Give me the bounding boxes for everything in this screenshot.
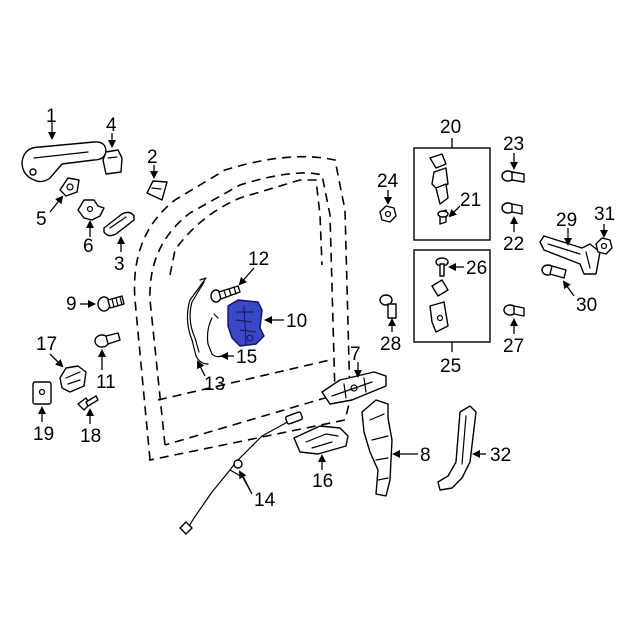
outside-handle-part [21,141,107,183]
bolt-part-23 [501,170,525,183]
check-arm-part-29 [539,235,601,275]
callout-7: 7 [350,344,361,365]
callout-29: 29 [556,210,577,231]
handle-bracket-part [77,199,105,221]
plate-part-19 [32,381,52,405]
callout-18: 18 [80,426,101,447]
callout-21: 21 [460,190,481,211]
inside-handle-part [293,425,349,455]
callout-2: 2 [147,147,158,168]
door-latch-part-highlighted [227,299,265,347]
callout-16: 16 [312,471,333,492]
callout-24: 24 [377,171,399,192]
callout-28: 28 [380,334,401,355]
callout-11: 11 [96,372,116,393]
callout-26: 26 [466,258,487,279]
callout-30: 30 [576,295,597,316]
bolt-part-9 [97,295,125,312]
callout-4: 4 [106,115,117,136]
bolt-part-28 [379,294,397,319]
check-strap-part-32 [437,405,477,491]
callout-23: 23 [503,134,524,155]
callout-8: 8 [420,445,431,466]
hinge-box-20 [413,147,491,241]
callout-3: 3 [114,254,125,275]
callout-25: 25 [440,356,461,377]
rear-gasket-part [103,211,135,237]
callout-6: 6 [83,236,94,257]
door-outline [133,155,351,461]
callout-12: 12 [248,249,269,270]
callout-31: 31 [594,204,615,225]
pin-part-18 [77,395,99,411]
callout-15: 15 [236,347,257,368]
bolt-part-22 [501,202,523,215]
callout-17: 17 [36,334,57,355]
handle-cap-part [102,149,123,175]
hinge-box-25 [413,249,491,343]
screw-part-11 [94,332,121,348]
callout-27: 27 [503,336,524,357]
callout-14: 14 [254,490,276,511]
callout-5: 5 [36,209,47,230]
callout-1: 1 [46,106,57,127]
callout-10: 10 [286,311,307,332]
rod-part-15 [206,313,223,358]
callout-13: 13 [204,374,225,395]
callout-32: 32 [490,445,511,466]
callout-20: 20 [440,117,461,138]
cover-part-17 [59,365,87,393]
lock-rod-part-13 [186,277,209,365]
nut-part-31 [595,237,613,255]
bolt-part-27 [503,304,525,317]
callout-19: 19 [33,424,54,445]
reinforcement-part-8 [361,399,393,497]
gasket-part [59,177,80,197]
callout-9: 9 [66,294,77,315]
callout-22: 22 [503,234,524,255]
bolt-part-12 [210,285,241,303]
cable-part-14 [179,411,304,535]
handle-pad-part [146,180,168,201]
bolt-part-30 [541,264,567,279]
bracket-part-7 [321,371,387,405]
nut-part-24 [379,205,397,223]
